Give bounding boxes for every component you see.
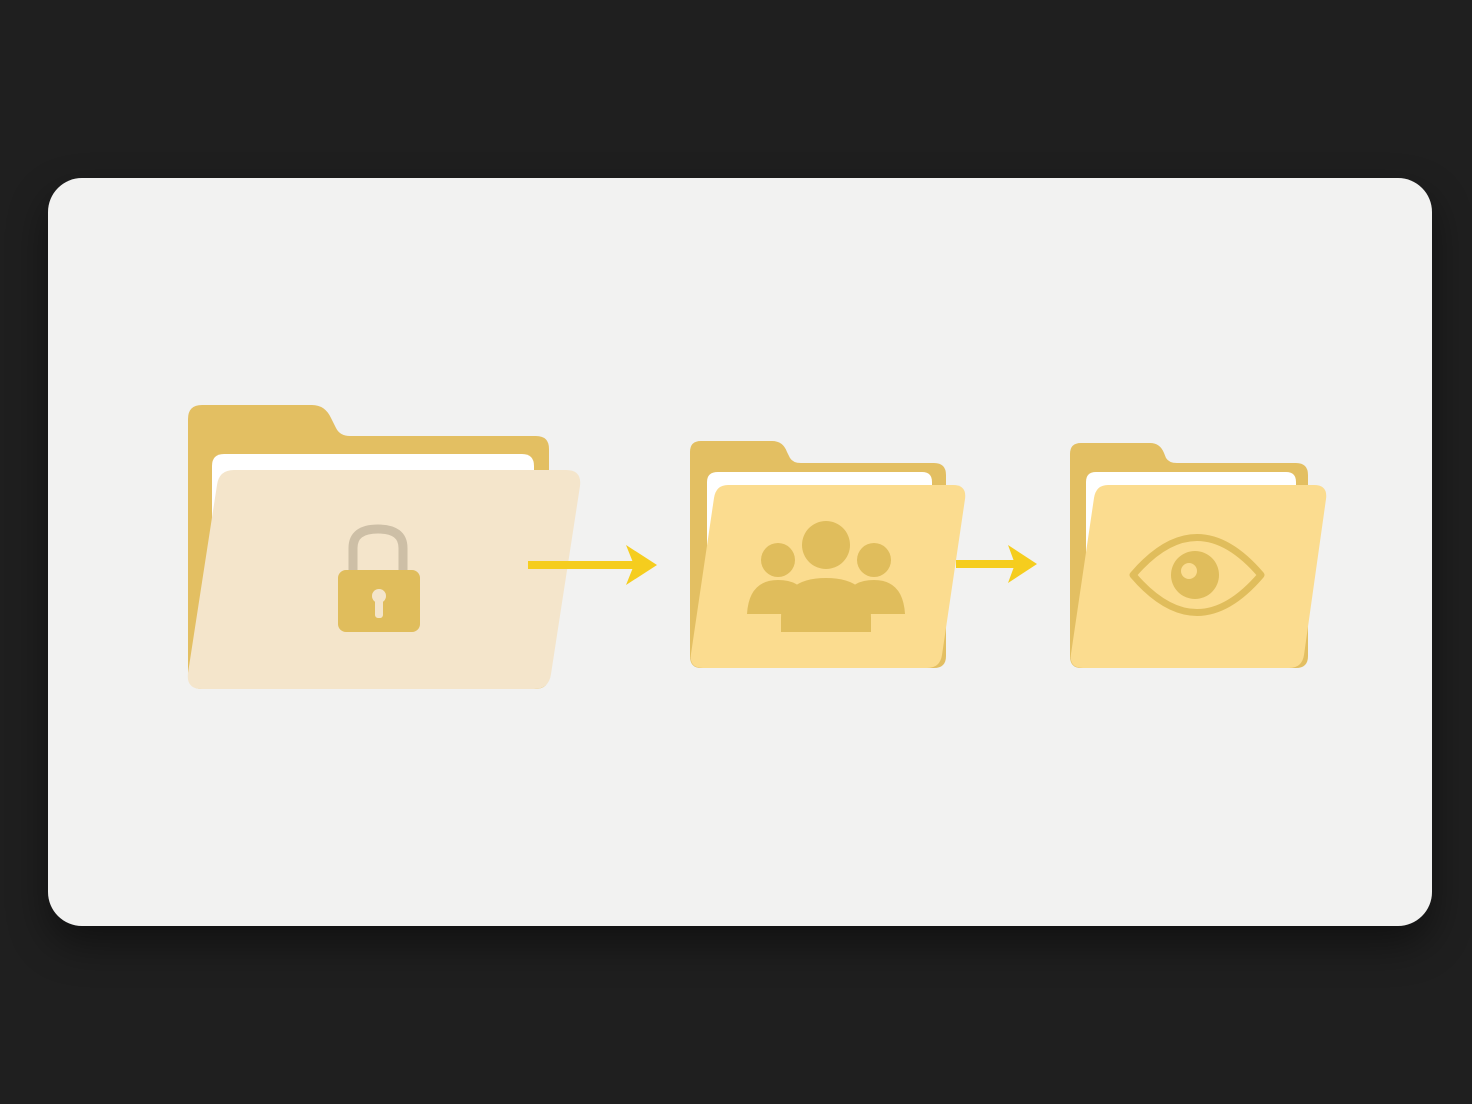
lock-icon xyxy=(338,524,420,632)
arrow-private-to-shared xyxy=(528,545,657,585)
arrow-shared-to-view xyxy=(956,545,1037,583)
private-folder-icon[interactable] xyxy=(187,405,581,689)
eye-icon xyxy=(1129,534,1265,616)
view-folder-icon[interactable] xyxy=(1070,443,1327,668)
people-icon xyxy=(747,521,905,632)
folder-front xyxy=(690,485,966,668)
shared-folder-icon[interactable] xyxy=(690,441,966,668)
